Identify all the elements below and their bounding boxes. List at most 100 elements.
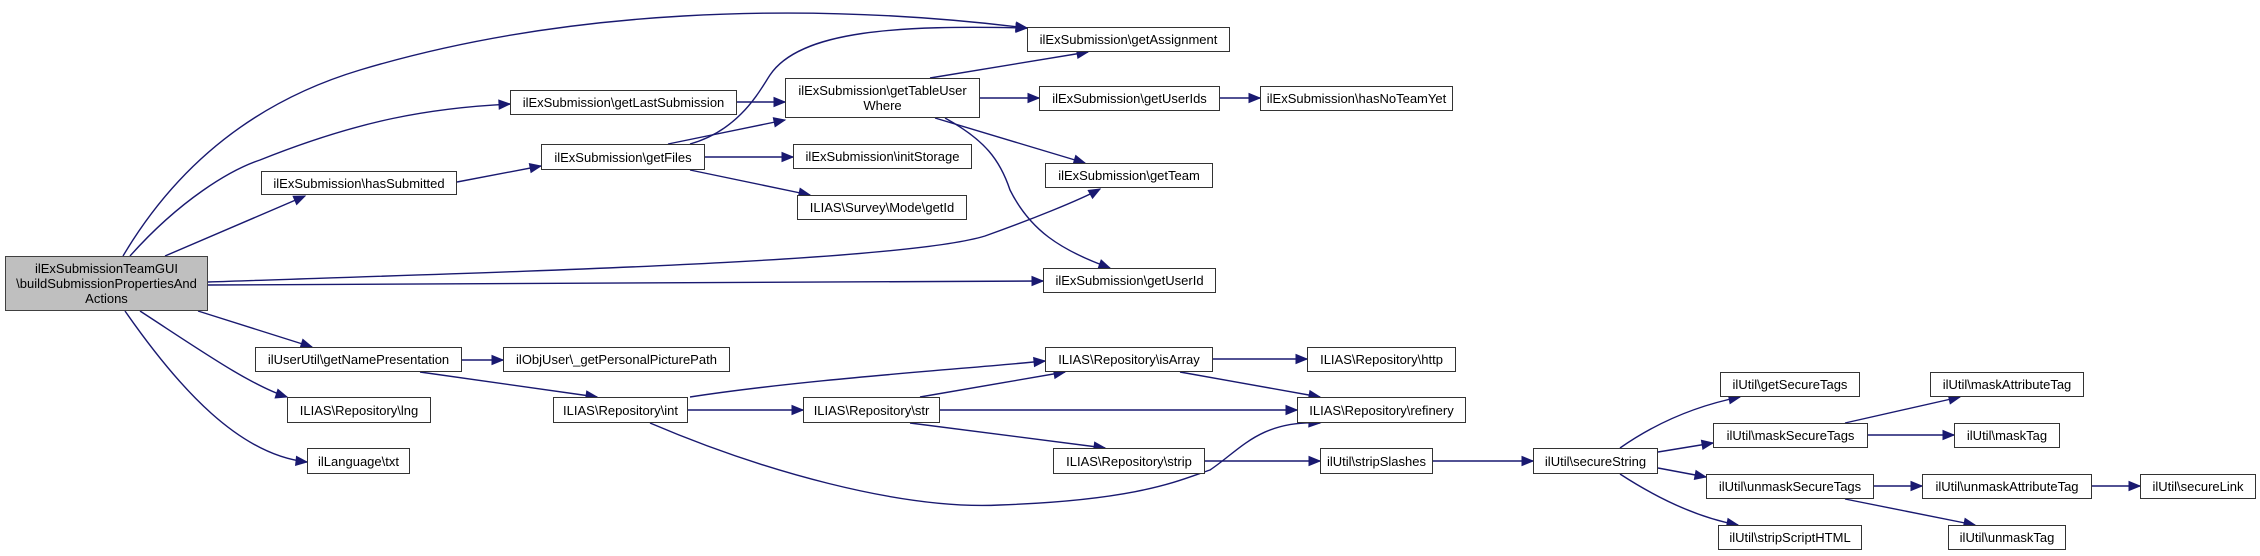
node-unmaskSecureTags[interactable]: ilUtil\unmaskSecureTags — [1706, 474, 1874, 499]
node-label: ilUserUtil\getNamePresentation — [267, 352, 450, 367]
arrowhead-getFiles — [528, 162, 543, 174]
node-http[interactable]: ILIAS\Repository\http — [1307, 347, 1456, 372]
node-label: ilUtil\unmaskTag — [1959, 530, 2055, 545]
arrowhead-maskTag — [1942, 429, 1956, 441]
arrowhead-refinery — [1285, 404, 1299, 416]
node-label: ilUtil\stripScriptHTML — [1729, 530, 1851, 545]
node-label: ilUtil\stripSlashes — [1327, 453, 1426, 469]
node-label: ilUtil\secureLink — [2152, 479, 2244, 494]
node-getTeam[interactable]: ilExSubmission\getTeam — [1045, 163, 1213, 188]
root-node[interactable]: ilExSubmissionTeamGUI \buildSubmissionPr… — [5, 256, 208, 311]
arrowhead-getPersonalPicturePath — [491, 354, 505, 366]
node-label: ilUtil\getSecureTags — [1732, 377, 1848, 392]
arrowhead-unmaskSecureTags — [1693, 469, 1708, 481]
node-getSecureTags[interactable]: ilUtil\getSecureTags — [1720, 372, 1860, 397]
node-refinery[interactable]: ILIAS\Repository\refinery — [1297, 397, 1466, 423]
arrowhead-stripSlashes — [1308, 455, 1322, 467]
node-maskTag[interactable]: ilUtil\maskTag — [1954, 423, 2060, 448]
arrowhead-getTableUserWhere — [773, 96, 787, 108]
node-hasSubmitted[interactable]: ilExSubmission\hasSubmitted — [261, 171, 457, 195]
edge-str-to-isArray — [919, 371, 1066, 398]
node-maskAttributeTag[interactable]: ilUtil\maskAttributeTag — [1930, 372, 2084, 397]
node-label: ilExSubmission\getFiles — [554, 149, 692, 165]
node-isArray[interactable]: ILIAS\Repository\isArray — [1045, 347, 1213, 372]
arrowhead-secureLink — [2128, 480, 2142, 492]
node-str[interactable]: ILIAS\Repository\str — [803, 397, 940, 423]
node-lng[interactable]: ILIAS\Repository\lng — [287, 397, 431, 423]
node-label: ilExSubmission\hasSubmitted — [273, 175, 445, 191]
edge-root-to-lng — [139, 310, 288, 398]
node-getLastSubmission[interactable]: ilExSubmission\getLastSubmission — [510, 90, 737, 115]
node-label: ILIAS\Repository\isArray — [1058, 352, 1200, 367]
node-label: ilUtil\maskTag — [1966, 428, 2048, 443]
node-getNamePresentation[interactable]: ilUserUtil\getNamePresentation — [255, 347, 462, 372]
node-label: ilExSubmission\getUserId — [1055, 273, 1204, 288]
node-strip[interactable]: ILIAS\Repository\strip — [1053, 448, 1205, 474]
arrowhead-http — [1295, 353, 1309, 365]
node-stripScriptHTML[interactable]: ilUtil\stripScriptHTML — [1718, 525, 1862, 550]
edge-secureString-to-stripScriptHTML — [1619, 473, 1739, 526]
arrowhead-str — [791, 404, 805, 416]
node-hasNoTeamYet[interactable]: ilExSubmission\hasNoTeamYet — [1260, 86, 1453, 111]
node-getUserIds[interactable]: ilExSubmission\getUserIds — [1039, 86, 1220, 111]
node-getFiles[interactable]: ilExSubmission\getFiles — [541, 144, 705, 170]
edge-hasSubmitted-to-getFiles — [456, 165, 542, 183]
arrowhead-lng — [274, 388, 289, 399]
node-label: ilLanguage\txt — [318, 453, 399, 469]
edge-str-to-strip — [909, 422, 1106, 449]
edge-getTableUserWhere-to-getUserId — [944, 117, 1111, 269]
node-unmaskAttributeTag[interactable]: ilUtil\unmaskAttributeTag — [1922, 474, 2092, 499]
node-label: ILIAS\Repository\lng — [299, 402, 419, 418]
node-stripSlashes[interactable]: ilUtil\stripSlashes — [1320, 448, 1433, 474]
node-secureLink[interactable]: ilUtil\secureLink — [2140, 474, 2256, 499]
edge-unmaskSecureTags-to-unmaskTag — [1844, 498, 1976, 526]
node-secureString[interactable]: ilUtil\secureString — [1533, 448, 1658, 474]
node-label: ilUtil\maskSecureTags — [1726, 428, 1855, 443]
node-getPersonalPicturePath[interactable]: ilObjUser\_getPersonalPicturePath — [503, 347, 730, 372]
node-label: ilExSubmission\getLastSubmission — [522, 95, 725, 110]
edge-getTableUserWhere-to-getAssignment — [929, 51, 1089, 79]
node-label: ILIAS\Repository\strip — [1066, 453, 1192, 469]
arrowhead-getAssignment — [1015, 22, 1029, 33]
arrowhead-getTableUserWhere — [772, 117, 787, 128]
node-getTableUserWhere[interactable]: ilExSubmission\getTableUser Where — [785, 78, 980, 118]
node-label: ilExSubmission\getAssignment — [1039, 32, 1218, 47]
arrowhead-txt — [295, 455, 309, 467]
edge-secureString-to-getSecureTags — [1619, 396, 1741, 449]
arrowhead-getUserId — [1031, 275, 1045, 287]
edge-getFiles-to-getAssignment — [689, 26, 1028, 145]
edge-getNamePresentation-to-int — [419, 371, 598, 398]
arrowhead-getLastSubmission — [498, 99, 512, 110]
arrowhead-hasNoTeamYet — [1248, 92, 1262, 104]
arrowhead-hasSubmitted — [292, 195, 307, 206]
node-label: ILIAS\Repository\str — [813, 402, 930, 418]
node-unmaskTag[interactable]: ilUtil\unmaskTag — [1948, 525, 2066, 550]
node-txt[interactable]: ilLanguage\txt — [307, 448, 410, 474]
arrowhead-getTeam — [1087, 188, 1102, 200]
edge-int-to-refinery — [649, 422, 1321, 507]
edge-getFiles-to-surveyGetId — [689, 169, 811, 196]
node-surveyGetId[interactable]: ILIAS\Survey\Mode\getId — [797, 195, 967, 220]
arrowhead-initStorage — [781, 151, 795, 163]
edge-root-to-hasSubmitted — [164, 195, 306, 257]
arrowhead-isArray — [1033, 356, 1047, 368]
node-maskSecureTags[interactable]: ilUtil\maskSecureTags — [1713, 423, 1868, 448]
edge-isArray-to-refinery — [1179, 371, 1321, 398]
node-getAssignment[interactable]: ilExSubmission\getAssignment — [1027, 27, 1230, 52]
arrowhead-secureString — [1521, 455, 1535, 467]
node-label: ilExSubmission\hasNoTeamYet — [1266, 91, 1447, 106]
node-label: ilExSubmission\getUserIds — [1052, 91, 1207, 106]
node-label: ilExSubmission\getTeam — [1058, 168, 1200, 183]
node-label: ilUtil\secureString — [1544, 453, 1647, 469]
node-label: ILIAS\Survey\Mode\getId — [809, 200, 955, 215]
node-int[interactable]: ILIAS\Repository\int — [553, 397, 688, 423]
edge-root-to-txt — [124, 310, 308, 463]
node-getUserId[interactable]: ilExSubmission\getUserId — [1043, 268, 1216, 293]
node-initStorage[interactable]: ilExSubmission\initStorage — [793, 144, 972, 169]
edge-root-to-getTeam — [207, 188, 1101, 283]
edge-int-to-isArray — [689, 360, 1046, 398]
node-label: ilObjUser\_getPersonalPicturePath — [516, 352, 717, 367]
node-label: ILIAS\Repository\int — [563, 402, 678, 418]
